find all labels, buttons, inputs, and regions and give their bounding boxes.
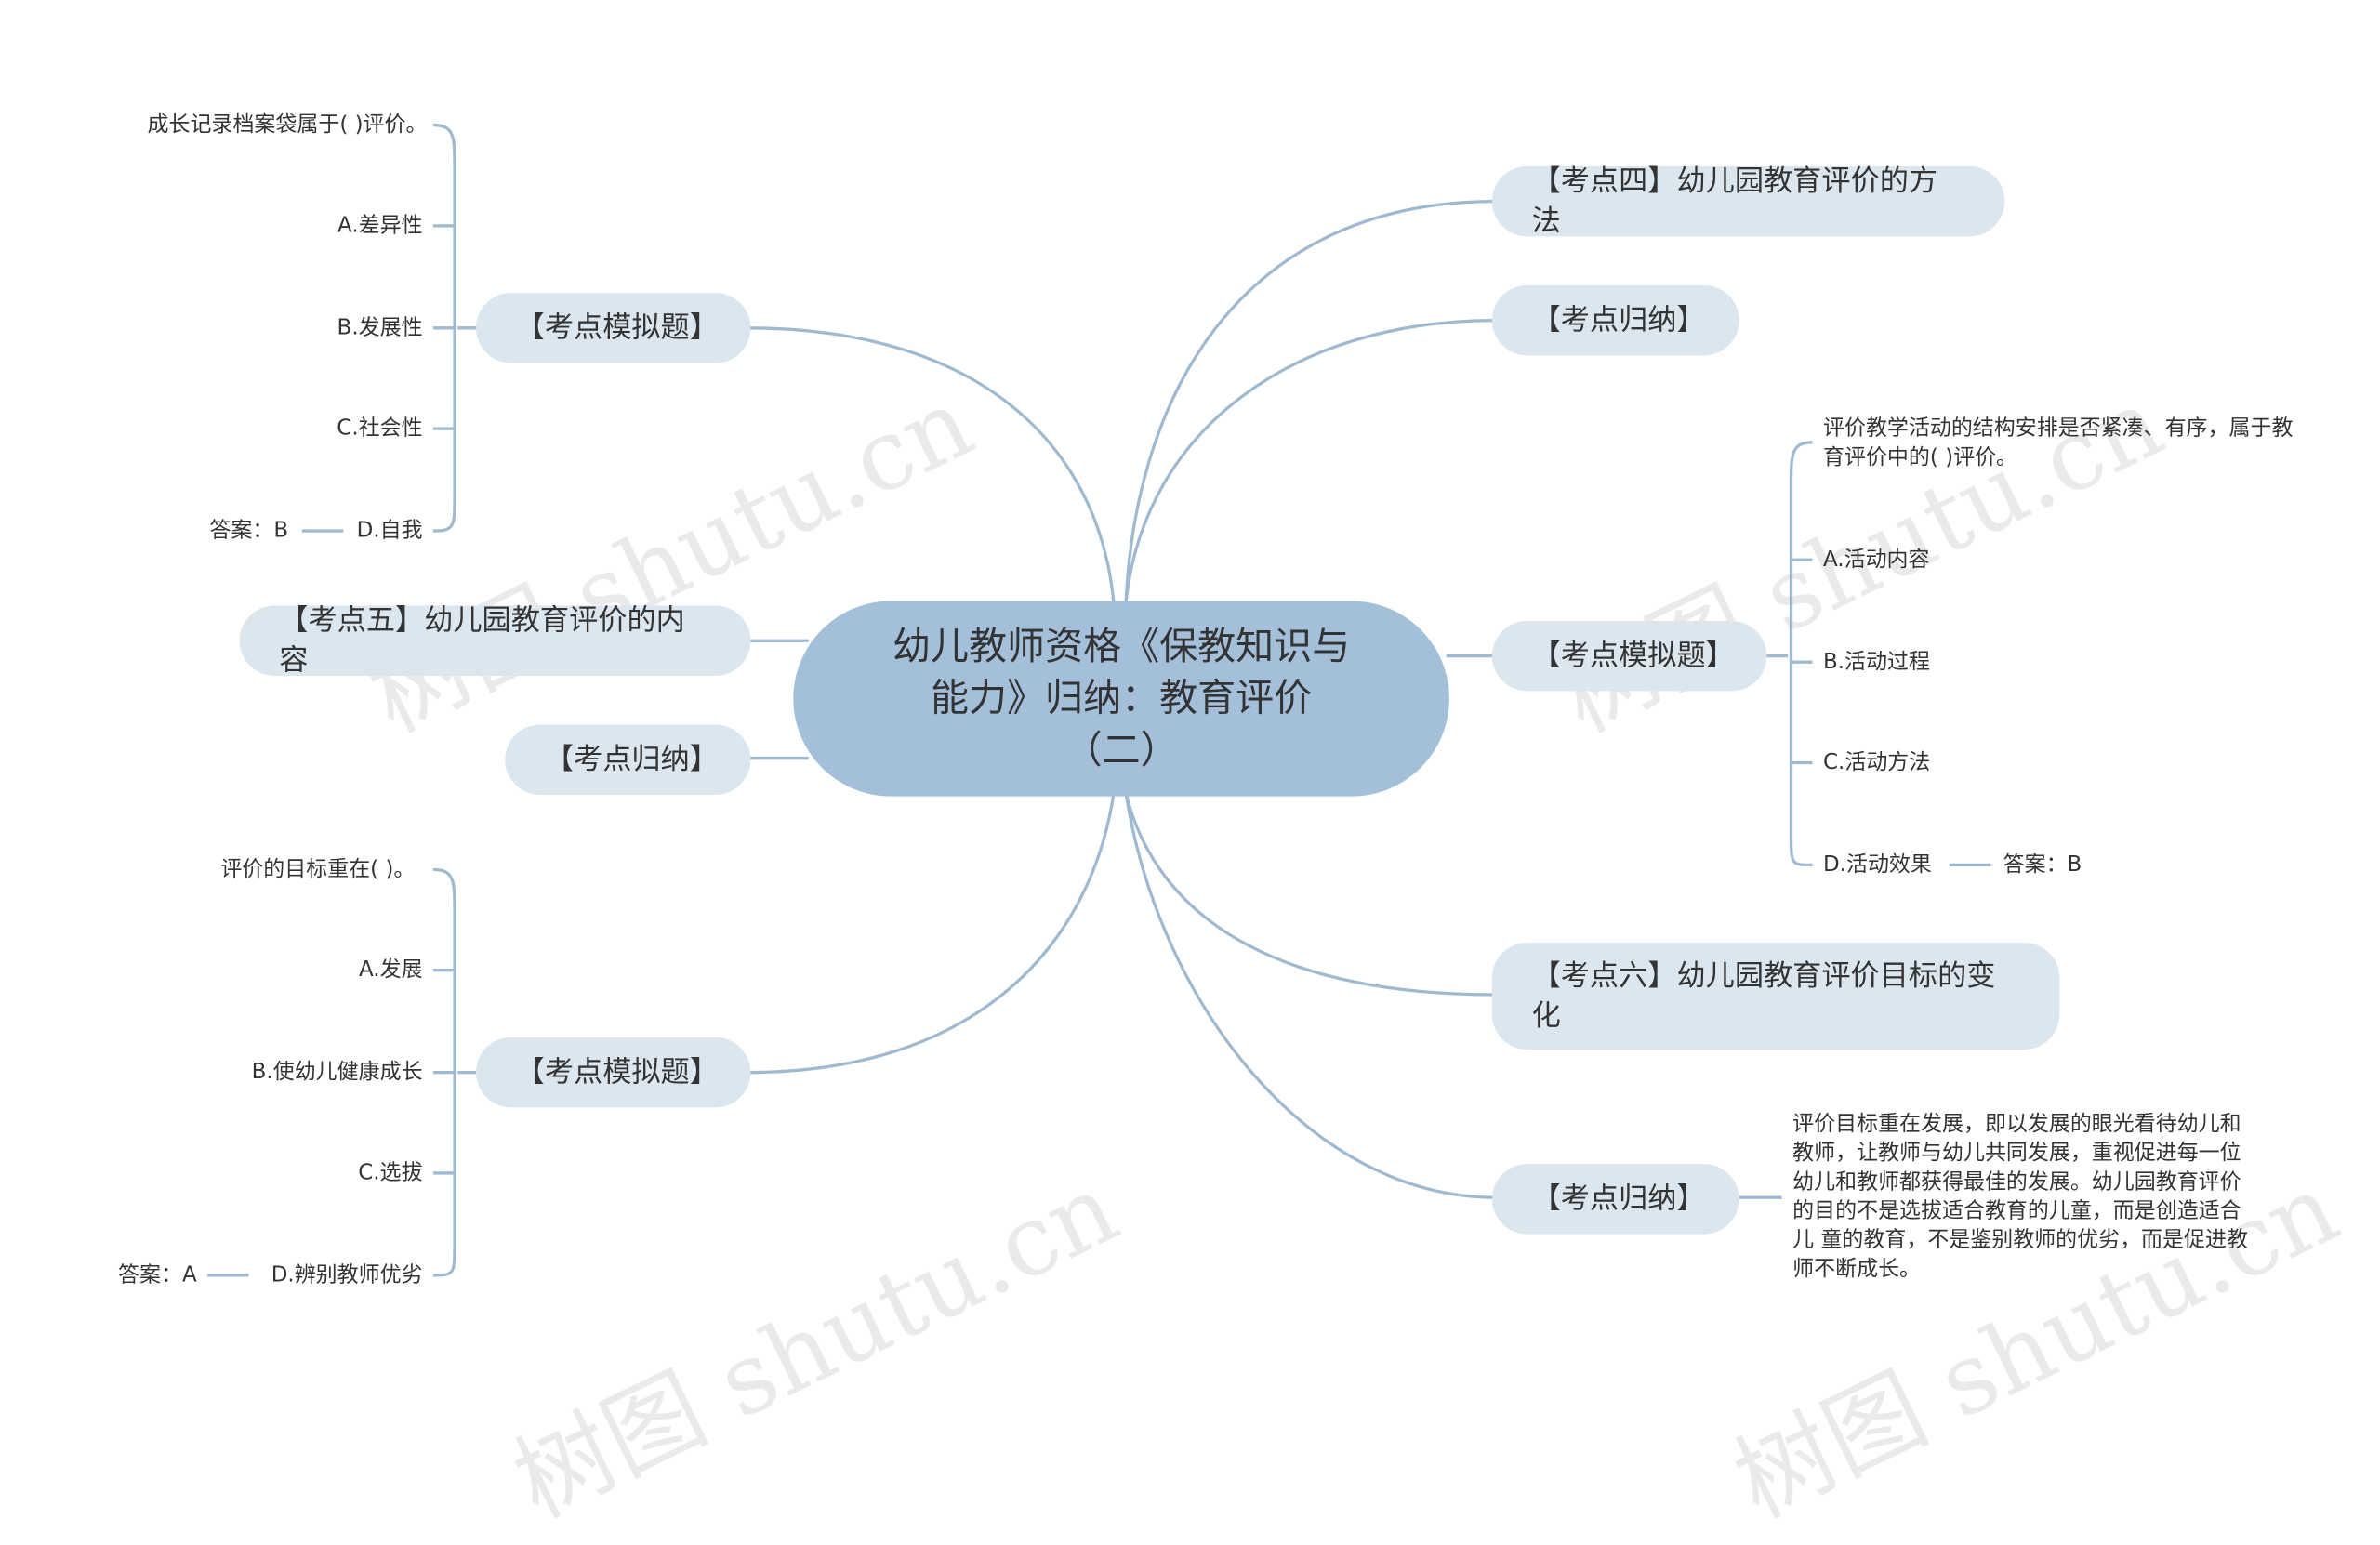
node-summary-left[interactable]: 【考点归纳】	[505, 724, 751, 795]
node-point4-label: 【考点四】幼儿园教育评价的方法	[1531, 165, 1938, 238]
summary-right-text: 评价目标重在发展，即以发展的眼光看待幼儿和教师，让教师与幼儿共同发展，重视促进每…	[1792, 1112, 2248, 1282]
center-node[interactable]: 幼儿教师资格《保教知识与能力》归纳：教育评价（二）	[793, 601, 1449, 797]
node-quiz-left-1[interactable]: 【考点模拟题】	[475, 293, 751, 363]
center-title: 幼儿教师资格《保教知识与能力》归纳：教育评价（二）	[892, 624, 1351, 772]
node-quiz-right[interactable]: 【考点模拟题】	[1491, 620, 1767, 692]
quiz-left-2-option-b: B.使幼儿健康成长	[251, 1060, 423, 1085]
node-point5-label: 【考点五】幼儿园教育评价的内容	[279, 603, 685, 678]
node-point6[interactable]: 【考点六】幼儿园教育评价目标的变化	[1491, 943, 2060, 1050]
node-quiz-left-1-label: 【考点模拟题】	[515, 310, 719, 345]
quiz-left-2-option-c: C.选拔	[358, 1160, 423, 1186]
node-summary-right-1-label: 【考点归纳】	[1531, 303, 1706, 337]
quiz-left-1-option-d: D.自我	[356, 518, 423, 544]
node-summary-right-2-label: 【考点归纳】	[1531, 1182, 1706, 1216]
node-summary-right-2[interactable]: 【考点归纳】	[1491, 1164, 1739, 1235]
node-quiz-right-label: 【考点模拟题】	[1531, 639, 1735, 673]
quiz-right-option-b: B.活动过程	[1822, 650, 1930, 675]
node-point4[interactable]: 【考点四】幼儿园教育评价的方法	[1491, 165, 2005, 238]
quiz-right-option-a: A.活动内容	[1822, 548, 1930, 573]
quiz-left-1-option-c: C.社会性	[337, 416, 423, 442]
node-point5[interactable]: 【考点五】幼儿园教育评价的内容	[239, 604, 751, 678]
quiz-left-2-option-d: D.辨别教师优劣	[271, 1262, 423, 1288]
quiz-right-answer: 答案：B	[2003, 852, 2082, 878]
node-point6-label: 【考点六】幼儿园教育评价目标的变化	[1531, 959, 1996, 1033]
connector-lines	[207, 123, 1991, 1277]
quiz-left-2-answer: 答案：A	[118, 1262, 197, 1288]
node-quiz-left-2[interactable]: 【考点模拟题】	[475, 1037, 751, 1108]
quiz-left-2-option-a: A.发展	[358, 957, 423, 983]
node-quiz-left-2-label: 【考点模拟题】	[515, 1055, 719, 1089]
quiz-left-1-option-a: A.差异性	[337, 213, 423, 238]
quiz-left-1-option-b: B.发展性	[337, 315, 423, 340]
quiz-right-question: 评价教学活动的结构安排是否紧凑、有序，属于教育评价中的( )评价。	[1822, 416, 2294, 470]
node-summary-left-label: 【考点归纳】	[544, 743, 719, 777]
quiz-right-option-c: C.活动方法	[1822, 750, 1931, 775]
quiz-left-2-question: 评价的目标重在( )。	[220, 857, 416, 882]
quiz-right-option-d: D.活动效果	[1822, 852, 1932, 878]
quiz-left-1-answer: 答案：B	[209, 518, 289, 544]
quiz-left-1-question: 成长记录档案袋属于( )评价。	[147, 112, 428, 138]
node-summary-right-1[interactable]: 【考点归纳】	[1491, 284, 1739, 356]
